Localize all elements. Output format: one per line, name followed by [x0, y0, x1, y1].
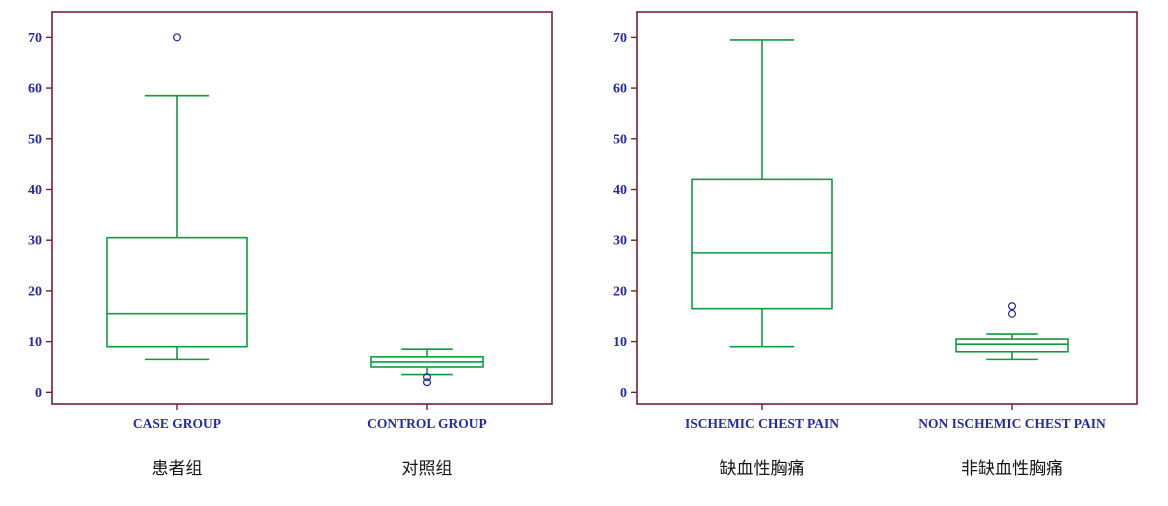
y-axis-tick-label: 20	[613, 284, 627, 299]
y-axis-tick-label: 40	[28, 183, 42, 198]
outlier-point	[1008, 302, 1017, 311]
boxplot-series	[106, 94, 248, 361]
category-label: ISCHEMIC CHEST PAIN	[685, 416, 839, 431]
plot-frame	[636, 11, 1138, 405]
y-axis-tick-label: 10	[28, 335, 42, 350]
boxplot-series	[370, 348, 484, 376]
y-axis-tick-label: 10	[613, 335, 627, 350]
boxplot-series	[691, 39, 833, 348]
boxplot-series	[955, 333, 1069, 361]
category-label: NON ISCHEMIC CHEST PAIN	[918, 416, 1106, 431]
y-axis-tick-label: 50	[28, 132, 42, 147]
outlier-point	[423, 373, 432, 382]
outlier-point	[173, 33, 182, 42]
y-axis-tick-label: 40	[613, 183, 627, 198]
category-label: CONTROL GROUP	[367, 416, 487, 431]
category-label-cn: 非缺血性胸痛	[961, 459, 1063, 478]
category-label-cn: 缺血性胸痛	[720, 459, 805, 478]
category-label: CASE GROUP	[133, 416, 221, 431]
y-axis-tick-label: 60	[28, 82, 42, 97]
outlier-point	[1008, 309, 1017, 318]
category-label-cn: 对照组	[402, 459, 453, 478]
category-label-cn: 患者组	[152, 459, 203, 478]
y-axis-tick-label: 0	[35, 386, 42, 401]
y-axis-tick-label: 30	[613, 234, 627, 249]
y-axis-tick-label: 30	[28, 234, 42, 249]
y-axis-tick-label: 70	[613, 31, 627, 46]
plot-frame	[51, 11, 553, 405]
y-axis-tick-label: 70	[28, 31, 42, 46]
y-axis-tick-label: 0	[620, 386, 627, 401]
y-axis-tick-label: 20	[28, 284, 42, 299]
y-axis-tick-label: 60	[613, 82, 627, 97]
y-axis-tick-label: 50	[613, 132, 627, 147]
outlier-point	[423, 378, 432, 387]
